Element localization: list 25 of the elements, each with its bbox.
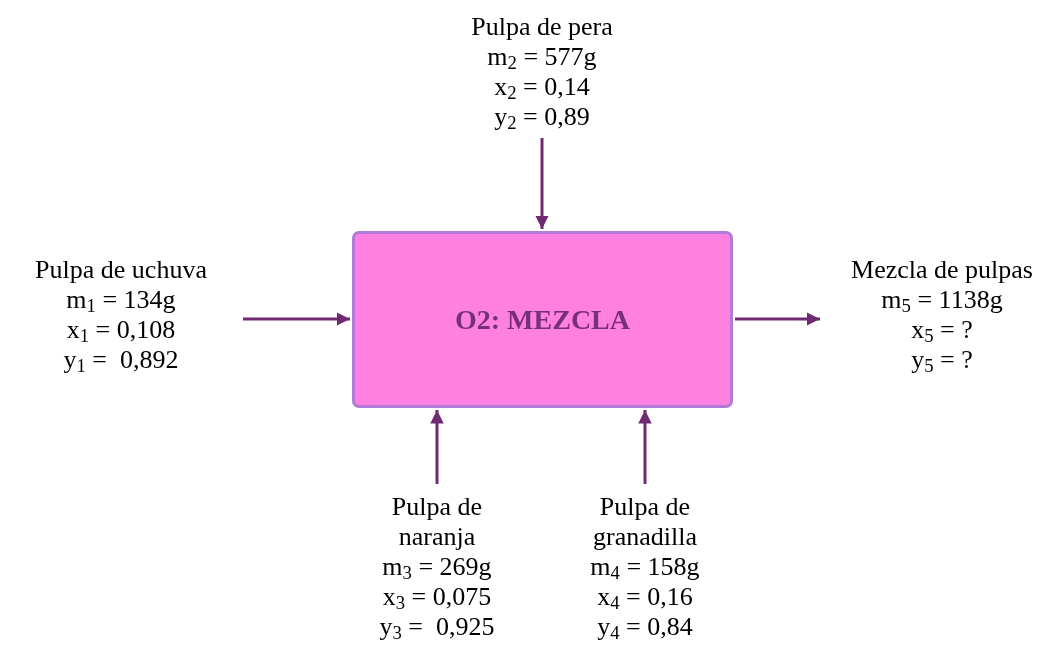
arrow <box>430 410 444 484</box>
arrow <box>535 138 549 229</box>
stream-value: m$_{5}$ = 1138g <box>880 285 1004 315</box>
arrow <box>638 410 652 484</box>
stream-name: Mezcla de pulpas <box>850 255 1034 285</box>
stream-name: Pulpa de pera <box>470 12 614 42</box>
stream-value: m$_{2}$ = 577g <box>486 42 598 72</box>
stream-value: m$_{3}$ = 269g <box>381 552 493 582</box>
stream-value: y$_{1}$ = 0,892 <box>62 345 180 375</box>
stream-value: m$_{1}$ = 134g <box>65 285 177 315</box>
stream-value: y$_{3}$ = 0,925 <box>378 612 496 642</box>
stream-value: x$_{5}$ = ? <box>910 315 974 345</box>
stream-value: y$_{5}$ = ? <box>910 345 974 375</box>
stream-value: x$_{4}$ = 0,16 <box>596 582 694 612</box>
stream-value: x$_{1}$ = 0,108 <box>65 315 177 345</box>
stream-value: m$_{4}$ = 158g <box>589 552 701 582</box>
arrow <box>735 312 820 326</box>
stream-value: x$_{2}$ = 0,14 <box>493 72 591 102</box>
stream-name: Pulpa de uchuva <box>34 255 208 285</box>
stream-value: x$_{3}$ = 0,075 <box>381 582 493 612</box>
process-box <box>352 231 733 408</box>
process-label: O2: MEZCLA <box>455 303 630 336</box>
stream-value: y$_{2}$ = 0,89 <box>493 102 591 132</box>
arrow <box>243 312 350 326</box>
stream-value: y$_{4}$ = 0,84 <box>596 612 694 642</box>
